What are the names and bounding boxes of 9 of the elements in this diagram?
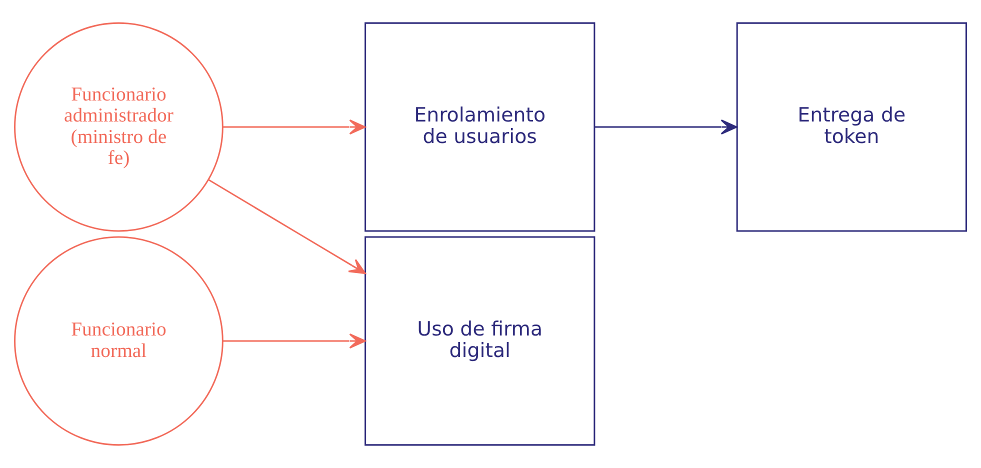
- node-circle: Funcionario normal: [14, 236, 224, 446]
- node-box: Enrolamiento de usuarios: [364, 22, 596, 232]
- node-circle: Funcionario administrador (ministro de fe): [14, 22, 224, 232]
- arrow: [208, 179, 366, 274]
- node-box: Entrega de token: [736, 22, 967, 232]
- arrow: [222, 333, 366, 349]
- arrow: [222, 119, 366, 135]
- arrow: [594, 119, 738, 135]
- node-box: Uso de firma digital: [364, 236, 596, 446]
